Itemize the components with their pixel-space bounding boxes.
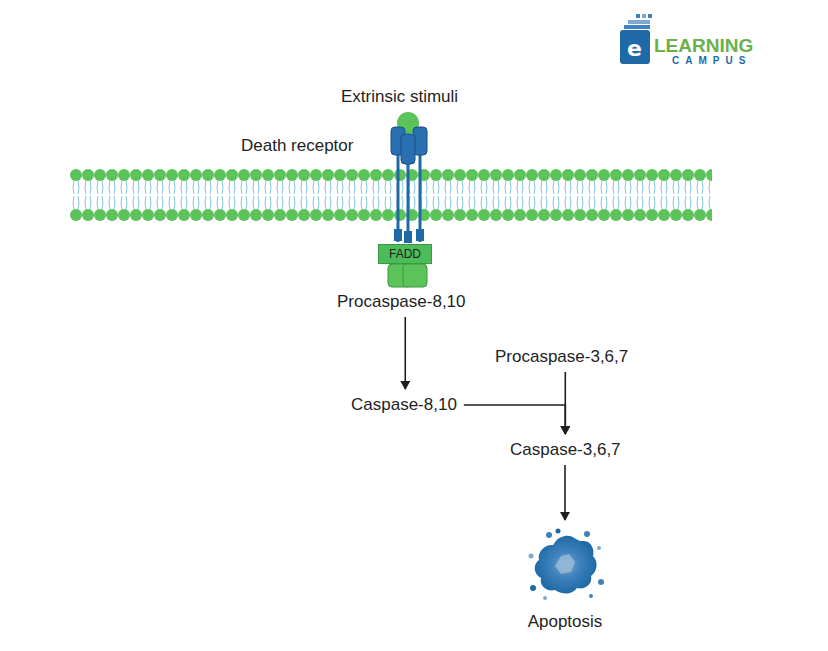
process-node: Caspase-8,10	[347, 392, 461, 418]
outcome-node: Apoptosis	[521, 523, 609, 635]
node-text: Caspase-3,6,7	[510, 440, 621, 460]
death-receptor	[391, 112, 427, 243]
arrow-connector	[464, 405, 565, 434]
logo-icon	[620, 14, 652, 64]
apoptotic-cell	[525, 526, 605, 604]
callout-label: Death receptor	[241, 136, 353, 156]
node-text: FADD	[385, 247, 425, 261]
lipid-bilayer	[70, 164, 712, 224]
process-node: Procaspase-8,10	[333, 289, 470, 315]
logo-letter: e	[627, 36, 642, 61]
heading-label: Extrinsic stimuli	[341, 87, 458, 107]
arrow-connector	[564, 465, 566, 520]
logo-word: LEARNING	[654, 35, 753, 57]
node-text: Caspase-8,10	[351, 395, 457, 415]
logo-word: CAMPUS	[672, 55, 751, 66]
arrow-connector	[404, 317, 406, 389]
node-text: Procaspase-3,6,7	[495, 347, 628, 367]
node-text: Apoptosis	[525, 612, 605, 632]
process-node: Procaspase-3,6,7	[491, 344, 632, 370]
node-text: Procaspase-8,10	[337, 292, 466, 312]
arrow-connector	[564, 372, 566, 434]
protein-box: FADD	[378, 244, 432, 264]
procaspase-complex	[388, 264, 427, 287]
process-node: Caspase-3,6,7	[506, 437, 625, 463]
